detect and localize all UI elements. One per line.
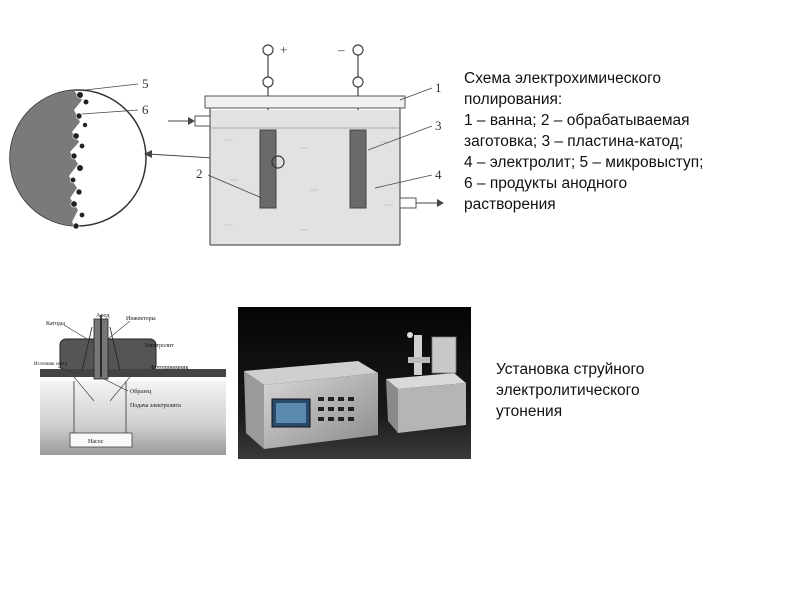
caption-line: Схема электрохимического — [464, 70, 662, 87]
anode-label: Анод — [96, 313, 109, 319]
label-1: 1 — [435, 80, 442, 95]
label-4: 4 — [435, 167, 442, 182]
label-5: 5 — [142, 76, 149, 91]
sample-label: Образец — [130, 388, 152, 395]
caption-line: 1 – ванна; 2 – обрабатываемая — [464, 112, 690, 129]
caption-line: 4 – электролит; 5 – микровыступ; — [464, 154, 704, 171]
electrolyte-supply-label: Подача электролита — [130, 403, 181, 409]
caption-line: утонения — [496, 403, 563, 420]
cathode-plate — [349, 129, 367, 209]
minus-sign: – — [337, 42, 345, 57]
photodetector-label: Фотоприемник — [150, 365, 189, 371]
plus-sign: + — [280, 42, 287, 57]
cathode-label: Катоды — [46, 321, 65, 327]
jet-thinning-diagram: Анод Катоды Инжекторы Электролит Источни… — [34, 307, 232, 459]
caption-line: электролитического — [496, 382, 640, 399]
caption-line: растворения — [464, 196, 556, 213]
bath — [204, 95, 406, 246]
figure2-caption: Установка струйного электролитического у… — [496, 359, 644, 422]
caption-line: 6 – продукты анодного — [464, 175, 628, 192]
label-3: 3 — [435, 118, 442, 133]
jet-thinning-unit-photo — [238, 307, 471, 459]
caption-line: заготовка; 3 – пластина-катод; — [464, 133, 684, 150]
electrolyte-label: Электролит — [144, 343, 174, 349]
workpiece-anode — [259, 129, 277, 209]
pump-label: Насос — [88, 439, 104, 445]
figure1-caption: Схема электрохимического полирования: 1 … — [464, 68, 704, 215]
label-2: 2 — [196, 166, 203, 181]
caption-line: Установка струйного — [496, 361, 645, 378]
label-6: 6 — [142, 102, 149, 117]
light-source-label: Источник света — [34, 362, 68, 367]
injectors-label: Инжекторы — [126, 316, 156, 322]
magnified-surface-view — [9, 83, 147, 230]
caption-line: полирования: — [464, 91, 563, 108]
electropolishing-diagram: 5 6 + – — [9, 42, 444, 246]
